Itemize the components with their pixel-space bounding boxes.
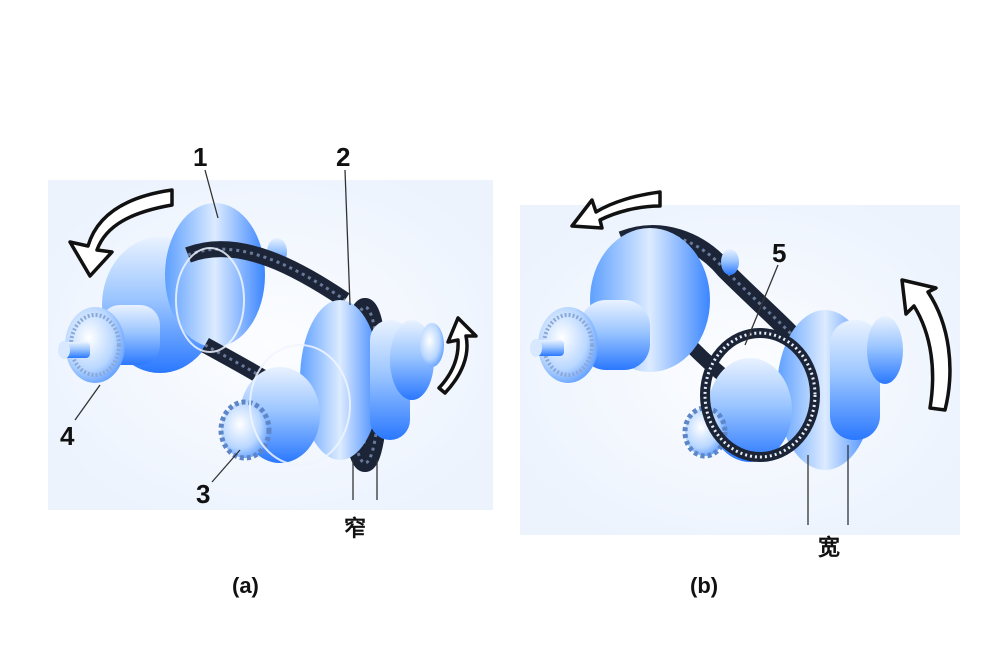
leader-4: [74, 384, 101, 421]
rotation-arrow-icon-a-right: [437, 316, 478, 395]
belt-ring-b-dash: [703, 331, 817, 459]
gear-teeth: [218, 399, 272, 461]
top-stub: [721, 249, 739, 275]
gear-a: [218, 367, 320, 463]
label-2: 2: [336, 142, 350, 172]
leader-1: [204, 169, 219, 219]
left-pulley-a: [58, 203, 287, 383]
label-narrow: 窄: [344, 516, 366, 542]
spline-face: [538, 307, 598, 383]
caption-b: (b): [690, 573, 718, 598]
pulley-disc: [300, 300, 380, 460]
left-pulley-b: [530, 228, 739, 383]
input-shaft: [534, 340, 564, 356]
running-radius-ring-a1: [175, 247, 245, 353]
leader-5: [744, 264, 779, 346]
label-3: 3: [196, 479, 210, 509]
output-shaft-end: [420, 323, 444, 367]
gear-teeth: [682, 405, 728, 459]
gear-body: [708, 358, 792, 462]
right-pulley-a: [300, 300, 444, 460]
spline-face: [65, 307, 125, 383]
caption-a: (a): [232, 573, 259, 598]
rotation-arrow-icon-b-top: [570, 190, 662, 230]
shaft-end: [58, 341, 70, 359]
label-4: 4: [60, 421, 75, 451]
leader-2: [344, 169, 351, 306]
leader-3: [211, 449, 241, 483]
pulley-disc: [165, 203, 265, 347]
running-radius-ring-a2: [249, 344, 351, 466]
rotation-arrow-icon-a-left: [68, 188, 174, 278]
label-5: 5: [772, 238, 786, 268]
shaft-end: [530, 339, 542, 357]
rotation-arrow-icon-b-right: [900, 278, 952, 412]
hub: [580, 300, 650, 370]
pulley-end: [867, 316, 903, 384]
panel-b: 5 宽 (b): [530, 190, 952, 598]
gear-b: [682, 358, 792, 462]
label-1: 1: [193, 142, 207, 172]
label-wide: 宽: [818, 535, 840, 561]
panel-a: 1 2 3 4 窄 (a): [58, 142, 478, 598]
